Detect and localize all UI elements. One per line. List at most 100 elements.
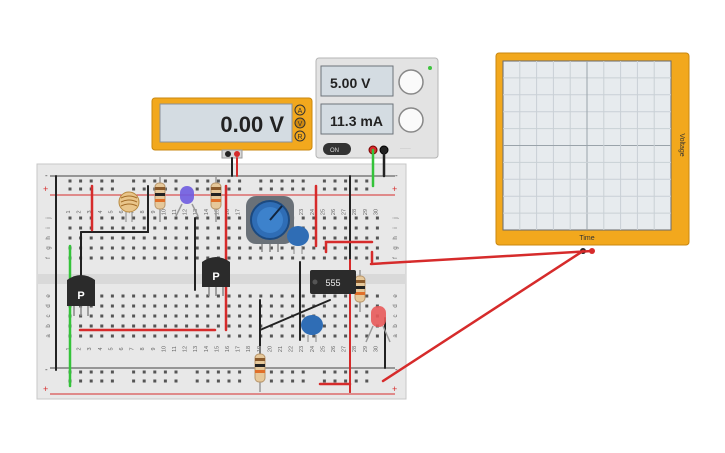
rail-hole[interactable]	[365, 179, 369, 183]
breadboard-hole[interactable]	[153, 226, 157, 230]
breadboard-hole[interactable]	[100, 216, 104, 220]
breadboard-hole[interactable]	[301, 246, 305, 250]
oscilloscope[interactable]: Time Voltage	[495, 52, 690, 254]
breadboard-hole[interactable]	[365, 304, 369, 308]
breadboard-hole[interactable]	[110, 226, 114, 230]
breadboard-hole[interactable]	[142, 294, 146, 298]
rail-hole[interactable]	[322, 179, 326, 183]
breadboard-hole[interactable]	[375, 256, 379, 260]
wire-black-top[interactable]	[80, 185, 149, 233]
breadboard-hole[interactable]	[291, 294, 295, 298]
resistor-1[interactable]	[154, 176, 166, 222]
rail-hole[interactable]	[142, 179, 146, 183]
breadboard-hole[interactable]	[312, 226, 316, 230]
breadboard-hole[interactable]	[365, 236, 369, 240]
breadboard-hole[interactable]	[216, 246, 220, 250]
breadboard-hole[interactable]	[216, 334, 220, 338]
rail-hole[interactable]	[238, 370, 242, 374]
multimeter[interactable]: 0.00 V A V R	[151, 97, 313, 159]
breadboard-hole[interactable]	[333, 256, 337, 260]
rail-hole[interactable]	[195, 379, 199, 383]
breadboard-hole[interactable]	[322, 246, 326, 250]
rail-hole[interactable]	[206, 370, 210, 374]
breadboard-hole[interactable]	[132, 226, 136, 230]
breadboard-hole[interactable]	[153, 216, 157, 220]
rail-hole[interactable]	[68, 187, 72, 191]
breadboard-hole[interactable]	[174, 246, 178, 250]
breadboard-hole[interactable]	[365, 294, 369, 298]
breadboard-hole[interactable]	[89, 314, 93, 318]
breadboard-hole[interactable]	[269, 294, 273, 298]
breadboard-hole[interactable]	[195, 294, 199, 298]
breadboard-hole[interactable]	[100, 256, 104, 260]
breadboard-hole[interactable]	[132, 334, 136, 338]
breadboard-hole[interactable]	[333, 314, 337, 318]
breadboard-hole[interactable]	[132, 324, 136, 328]
breadboard-hole[interactable]	[248, 246, 252, 250]
resistor-4[interactable]	[254, 346, 266, 392]
rail-hole[interactable]	[365, 370, 369, 374]
breadboard-hole[interactable]	[280, 294, 284, 298]
breadboard-hole[interactable]	[153, 334, 157, 338]
breadboard-hole[interactable]	[110, 236, 114, 240]
rail-hole[interactable]	[322, 379, 326, 383]
rail-hole[interactable]	[163, 179, 167, 183]
breadboard-hole[interactable]	[238, 334, 242, 338]
rail-hole[interactable]	[354, 379, 358, 383]
breadboard-hole[interactable]	[163, 334, 167, 338]
breadboard-hole[interactable]	[291, 246, 295, 250]
rail-hole[interactable]	[354, 370, 358, 374]
breadboard-hole[interactable]	[163, 324, 167, 328]
rail-hole[interactable]	[132, 187, 136, 191]
breadboard-hole[interactable]	[375, 216, 379, 220]
breadboard-hole[interactable]	[354, 334, 358, 338]
breadboard-hole[interactable]	[185, 334, 189, 338]
breadboard-hole[interactable]	[227, 256, 231, 260]
breadboard-hole[interactable]	[206, 236, 210, 240]
breadboard-hole[interactable]	[121, 216, 125, 220]
breadboard-hole[interactable]	[248, 334, 252, 338]
breadboard-hole[interactable]	[206, 324, 210, 328]
breadboard-hole[interactable]	[238, 236, 242, 240]
breadboard-hole[interactable]	[174, 256, 178, 260]
rail-hole[interactable]	[68, 179, 72, 183]
rail-hole[interactable]	[100, 370, 104, 374]
breadboard-hole[interactable]	[142, 226, 146, 230]
breadboard-hole[interactable]	[248, 294, 252, 298]
breadboard-hole[interactable]	[174, 236, 178, 240]
rail-hole[interactable]	[301, 379, 305, 383]
breadboard-hole[interactable]	[185, 216, 189, 220]
breadboard-hole[interactable]	[132, 236, 136, 240]
breadboard-hole[interactable]	[121, 226, 125, 230]
rail-hole[interactable]	[153, 379, 157, 383]
breadboard-hole[interactable]	[344, 334, 348, 338]
breadboard-hole[interactable]	[375, 334, 379, 338]
rail-hole[interactable]	[174, 379, 178, 383]
breadboard-hole[interactable]	[142, 236, 146, 240]
breadboard-hole[interactable]	[153, 314, 157, 318]
breadboard-hole[interactable]	[216, 294, 220, 298]
breadboard-hole[interactable]	[142, 216, 146, 220]
power-supply[interactable]: 5.00 V 11.3 mA ON ───	[315, 57, 439, 159]
rail-hole[interactable]	[100, 187, 104, 191]
rail-hole[interactable]	[227, 370, 231, 374]
breadboard-hole[interactable]	[259, 256, 263, 260]
breadboard-hole[interactable]	[333, 324, 337, 328]
breadboard-hole[interactable]	[354, 324, 358, 328]
rail-hole[interactable]	[163, 379, 167, 383]
breadboard-hole[interactable]	[163, 226, 167, 230]
breadboard-hole[interactable]	[195, 304, 199, 308]
breadboard-hole[interactable]	[344, 324, 348, 328]
breadboard-hole[interactable]	[195, 334, 199, 338]
breadboard-hole[interactable]	[280, 256, 284, 260]
rail-hole[interactable]	[100, 379, 104, 383]
mode-ohmmeter-button[interactable]: R	[294, 130, 306, 142]
breadboard-hole[interactable]	[174, 334, 178, 338]
breadboard-hole[interactable]	[110, 304, 114, 308]
breadboard-hole[interactable]	[365, 226, 369, 230]
breadboard-hole[interactable]	[206, 294, 210, 298]
breadboard-hole[interactable]	[354, 246, 358, 250]
breadboard-hole[interactable]	[185, 236, 189, 240]
breadboard-hole[interactable]	[195, 246, 199, 250]
rail-hole[interactable]	[206, 379, 210, 383]
